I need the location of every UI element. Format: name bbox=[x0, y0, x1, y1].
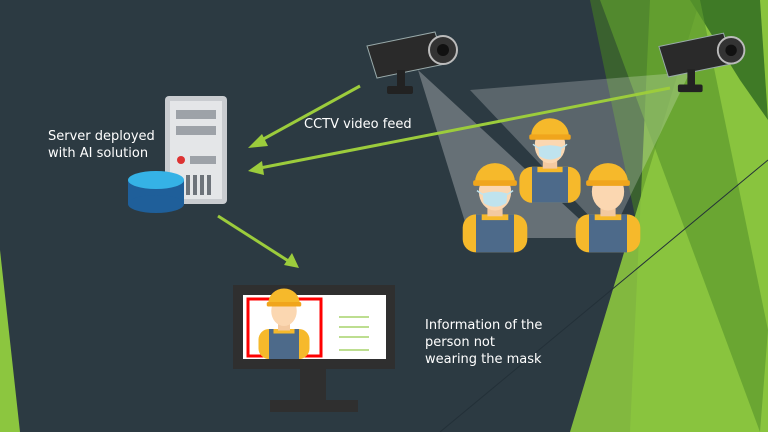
info-lines bbox=[339, 316, 369, 351]
info-label-line: person not bbox=[425, 335, 495, 350]
info-label: Information of the person not wearing th… bbox=[425, 317, 542, 368]
cctv-feed-label: CCTV video feed bbox=[304, 117, 412, 132]
feed-arrows bbox=[217, 84, 671, 268]
info-label-line: wearing the mask bbox=[425, 352, 542, 367]
database-icon bbox=[128, 171, 184, 213]
info-label-line: Information of the bbox=[425, 318, 543, 333]
cctv-camera-icon bbox=[366, 31, 458, 95]
server-label: Server deployed with AI solution bbox=[48, 128, 155, 162]
server-label-line: with AI solution bbox=[48, 146, 149, 161]
server-icon bbox=[165, 96, 227, 204]
camera-beam-2 bbox=[470, 72, 690, 238]
flagged-person-photo bbox=[246, 288, 323, 359]
server-label-line: Server deployed bbox=[48, 129, 155, 144]
